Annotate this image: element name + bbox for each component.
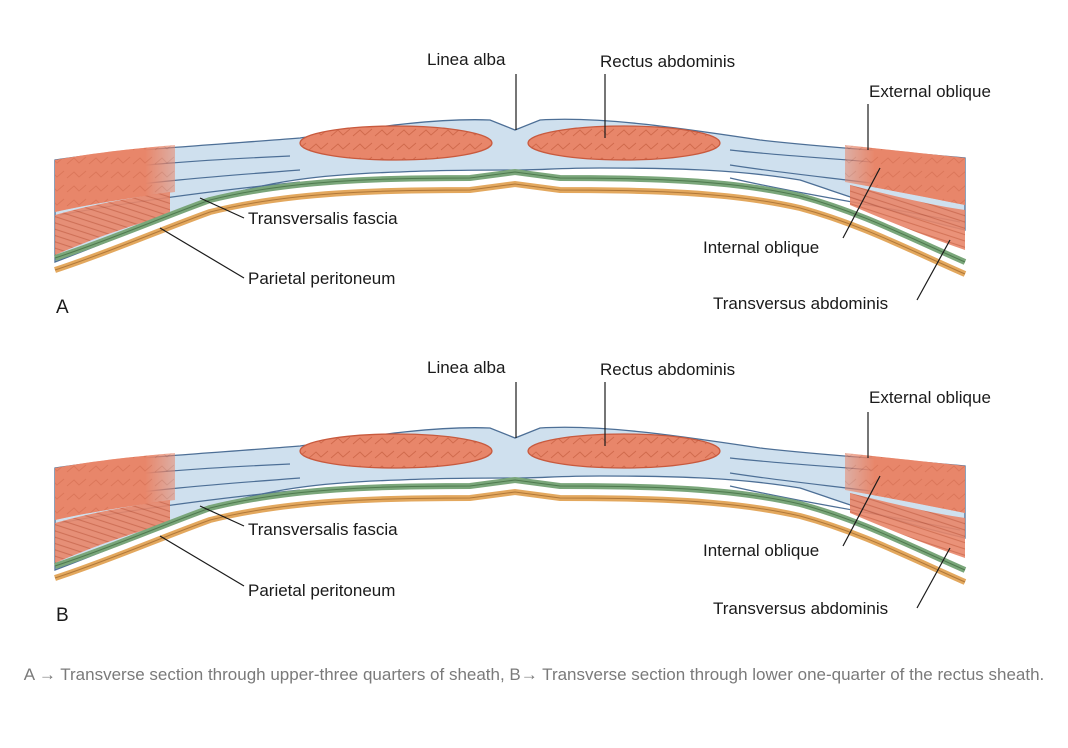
label-transversus-abdominis-a: Transversus abdominis (713, 294, 889, 313)
label-internal-oblique-b: Internal oblique (703, 541, 820, 560)
label-linea-alba-a: Linea alba (427, 50, 506, 69)
label-rectus-abdominis-a: Rectus abdominis (600, 52, 736, 71)
label-internal-oblique-a: Internal oblique (703, 238, 820, 257)
label-transversalis-fascia-b: Transversalis fascia (248, 520, 398, 539)
label-parietal-peritoneum-b: Parietal peritoneum (248, 581, 396, 600)
panel-letter-a: A (56, 297, 69, 318)
label-external-oblique-a: External oblique (869, 82, 991, 101)
label-rectus-abdominis-b: Rectus abdominis (600, 360, 736, 379)
label-parietal-peritoneum-a: Parietal peritoneum (248, 269, 396, 288)
figure-caption: A → Transverse section through upper-thr… (23, 665, 1045, 684)
label-linea-alba-b: Linea alba (427, 358, 506, 377)
panel-letter-b: B (56, 605, 69, 626)
label-transversalis-fascia-a: Transversalis fascia (248, 209, 398, 228)
label-transversus-abdominis-b: Transversus abdominis (713, 599, 889, 618)
section-b-drawing (55, 382, 965, 608)
section-a-drawing (55, 74, 965, 300)
label-external-oblique-b: External oblique (869, 388, 991, 407)
